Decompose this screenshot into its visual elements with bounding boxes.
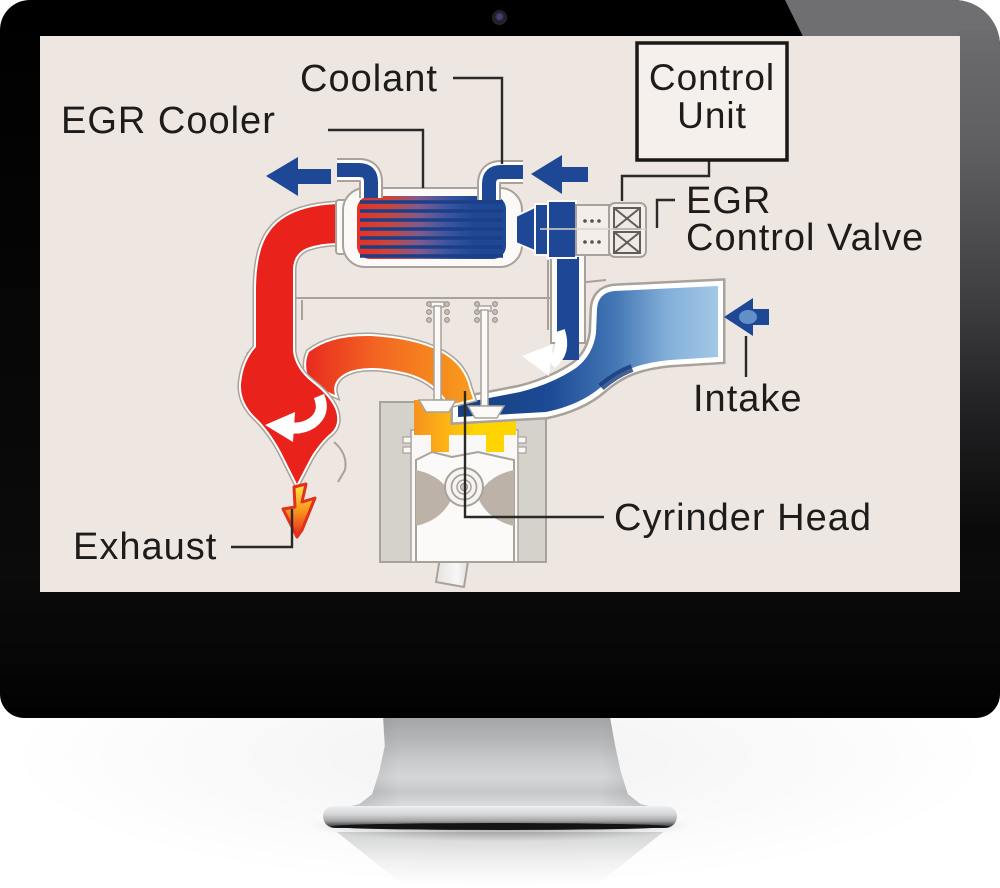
exhaust-pipe xyxy=(237,200,366,488)
label-egr-valve-line2: Control Valve xyxy=(686,217,924,259)
label-control-unit-line2: Unit xyxy=(677,95,747,136)
egr-down-pipe xyxy=(550,254,586,360)
egr-diagram: Coolant EGR Cooler Control Unit EGR Cont… xyxy=(40,36,960,592)
intake-duct xyxy=(450,278,726,425)
webcam-icon xyxy=(492,10,507,25)
label-intake: Intake xyxy=(693,378,803,420)
monitor-stand-base-rim xyxy=(331,823,669,830)
coolant-flow-arrow-left-icon xyxy=(266,157,331,196)
control-unit-box xyxy=(635,41,789,162)
valves xyxy=(417,301,506,419)
egr-control-valve-graphic xyxy=(515,200,647,259)
exhaust-flow-curved-arrow-icon xyxy=(265,393,327,442)
coolant-pipes xyxy=(337,158,523,200)
label-exhaust: Exhaust xyxy=(73,526,217,568)
bezel-right-highlight xyxy=(958,30,1000,586)
monitor-stand-base xyxy=(323,806,677,828)
intake-flow-curved-arrow-icon xyxy=(522,329,568,376)
label-egr-valve-line1: EGR xyxy=(686,180,771,222)
label-egr-cooler: EGR Cooler xyxy=(61,100,276,142)
label-cylinder-head: Cyrinder Head xyxy=(614,497,872,539)
coolant-flow-arrow-right-icon xyxy=(531,155,588,194)
label-coolant: Coolant xyxy=(300,58,438,100)
monitor-frame: Coolant EGR Cooler Control Unit EGR Cont… xyxy=(0,0,1000,718)
egr-cooler-graphic xyxy=(335,187,523,268)
intake-flow-arrow-icon xyxy=(724,298,769,336)
label-control-unit-line1: Control xyxy=(649,57,775,98)
label-pointer-lines xyxy=(231,76,748,549)
monitor-screen: Coolant EGR Cooler Control Unit EGR Cont… xyxy=(40,36,960,592)
